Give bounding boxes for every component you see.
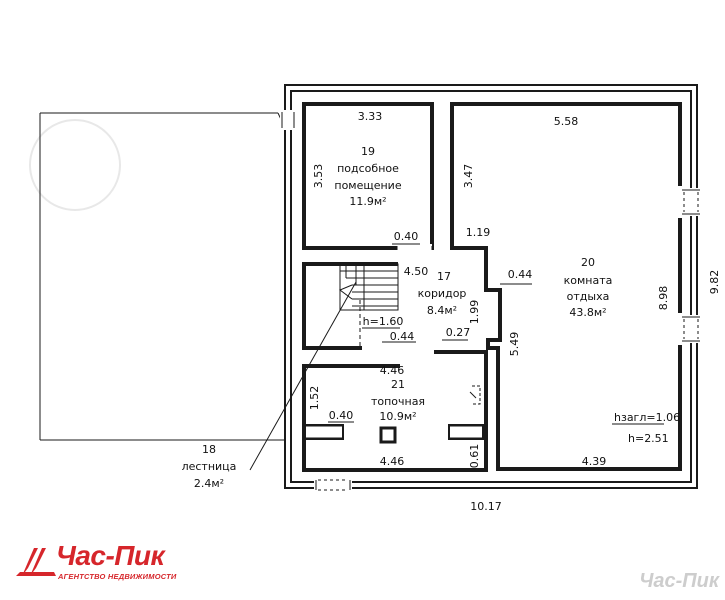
svg-text:3.33: 3.33 (358, 110, 383, 123)
logo-stripes-icon (16, 548, 56, 576)
svg-text:18: 18 (202, 443, 216, 456)
outer-walls (284, 84, 698, 489)
svg-text:1.52: 1.52 (308, 386, 321, 411)
svg-text:19: 19 (361, 145, 375, 158)
svg-text:43.8м²: 43.8м² (569, 306, 606, 319)
dimension-labels: 3.33 3.53 0.40 4.50 5.58 3.47 1.19 0.44 … (308, 110, 721, 513)
svg-text:hзагл=1.06: hзагл=1.06 (614, 411, 680, 424)
window-right-upper (680, 188, 702, 216)
svg-text:4.46: 4.46 (380, 455, 405, 468)
window-bottom (314, 478, 352, 492)
svg-text:1.19: 1.19 (466, 226, 491, 239)
exterior-terrace-outline (39, 112, 287, 441)
svg-text:8.4м²: 8.4м² (427, 304, 457, 317)
svg-text:0.61: 0.61 (468, 444, 481, 469)
svg-text:1.99: 1.99 (468, 300, 481, 325)
chimney-column (379, 426, 397, 444)
room-17-label: 17 коридор 8.4м² (418, 270, 467, 317)
svg-text:помещение: помещение (334, 179, 401, 192)
svg-text:0.44: 0.44 (508, 268, 533, 281)
svg-text:3.53: 3.53 (312, 164, 325, 189)
svg-text:2.4м²: 2.4м² (194, 477, 224, 490)
svg-text:отдыха: отдыха (567, 290, 610, 303)
svg-text:h=1.60: h=1.60 (363, 315, 404, 328)
svg-text:5.58: 5.58 (554, 115, 579, 128)
svg-text:11.9м²: 11.9м² (349, 195, 386, 208)
svg-text:4.46: 4.46 (380, 364, 405, 377)
brand-name: Час-Пик (56, 540, 165, 571)
svg-text:9.82: 9.82 (708, 270, 721, 295)
svg-text:10.9м²: 10.9м² (379, 410, 416, 423)
svg-text:0.44: 0.44 (390, 330, 415, 343)
staircase (339, 263, 399, 346)
watermark: Час-Пик (639, 570, 719, 592)
svg-text:5.49: 5.49 (508, 332, 521, 357)
svg-text:h=2.51: h=2.51 (628, 432, 669, 445)
stair-leader-line (249, 281, 357, 471)
svg-text:0.40: 0.40 (329, 409, 354, 422)
boiler-symbol (469, 385, 481, 405)
svg-text:10.17: 10.17 (470, 500, 502, 513)
faint-stamp-mark (29, 119, 121, 211)
svg-text:0.40: 0.40 (394, 230, 419, 243)
svg-text:0.27: 0.27 (446, 326, 471, 339)
window-right-lower (680, 315, 702, 343)
svg-text:лестница: лестница (182, 460, 237, 473)
svg-text:8.98: 8.98 (657, 286, 670, 311)
room-19-label: 19 подсобное помещение 11.9м² (334, 145, 401, 208)
room-18-label: 18 лестница 2.4м² (182, 443, 237, 490)
room-20-label: 20 комната отдыха 43.8м² (564, 256, 613, 319)
svg-text:топочная: топочная (371, 395, 425, 408)
svg-text:17: 17 (437, 270, 451, 283)
svg-text:4.50: 4.50 (404, 265, 429, 278)
svg-text:3.47: 3.47 (462, 164, 475, 189)
room-21-label: 21 топочная 10.9м² (371, 378, 425, 423)
brand-logo: Час-Пик АГЕНТСТВО НЕДВИЖИМОСТИ (16, 540, 216, 590)
svg-text:4.39: 4.39 (582, 455, 607, 468)
brand-tagline: АГЕНТСТВО НЕДВИЖИМОСТИ (58, 572, 177, 581)
svg-text:подсобное: подсобное (337, 162, 399, 175)
svg-text:коридор: коридор (418, 287, 467, 300)
svg-text:комната: комната (564, 274, 613, 287)
svg-text:20: 20 (581, 256, 595, 269)
window-left (280, 110, 296, 130)
svg-text:21: 21 (391, 378, 405, 391)
